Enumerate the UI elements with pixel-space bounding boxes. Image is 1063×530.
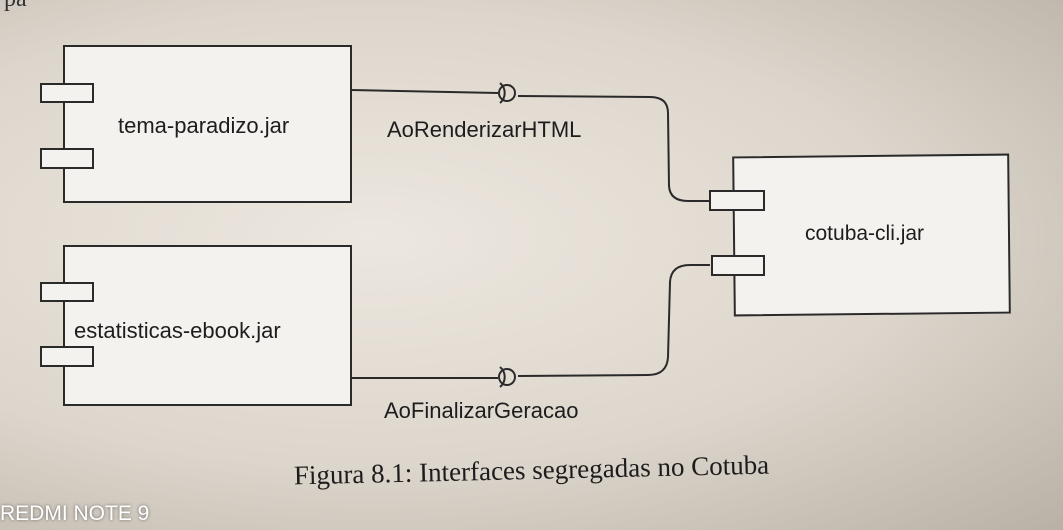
renderizar-socket	[499, 82, 506, 104]
component-icon-port-bottom	[40, 148, 94, 169]
camera-watermark: REDMI NOTE 9	[0, 502, 150, 525]
tema-provides-line	[350, 89, 499, 94]
component-icon-port-top	[40, 282, 94, 302]
component-icon-port-bottom	[711, 255, 765, 276]
finalizar-socket	[499, 366, 506, 388]
component-icon-port-bottom	[40, 346, 94, 367]
interface-label-finalizar: AoFinalizarGeracao	[384, 398, 579, 423]
component-label-tema: tema-paradizo.jar	[118, 113, 290, 138]
component-icon-port-top	[709, 190, 765, 211]
component-label-cotuba: cotuba-cli.jar	[805, 222, 925, 245]
finalizar-lollipop-circle	[498, 368, 516, 386]
renderizar-lollipop-circle	[498, 84, 516, 102]
component-icon-port-top	[40, 83, 94, 103]
finalizar-required-wire	[517, 264, 710, 377]
component-tema-paradizo	[63, 45, 352, 203]
interface-label-renderizar: AoRenderizarHTML	[387, 117, 582, 142]
component-label-estatisticas: estatisticas-ebook.jar	[74, 318, 281, 343]
renderizar-required-wire	[517, 95, 710, 202]
component-estatisticas-ebook	[63, 245, 352, 406]
page-text-fragment: pa	[4, 0, 27, 13]
